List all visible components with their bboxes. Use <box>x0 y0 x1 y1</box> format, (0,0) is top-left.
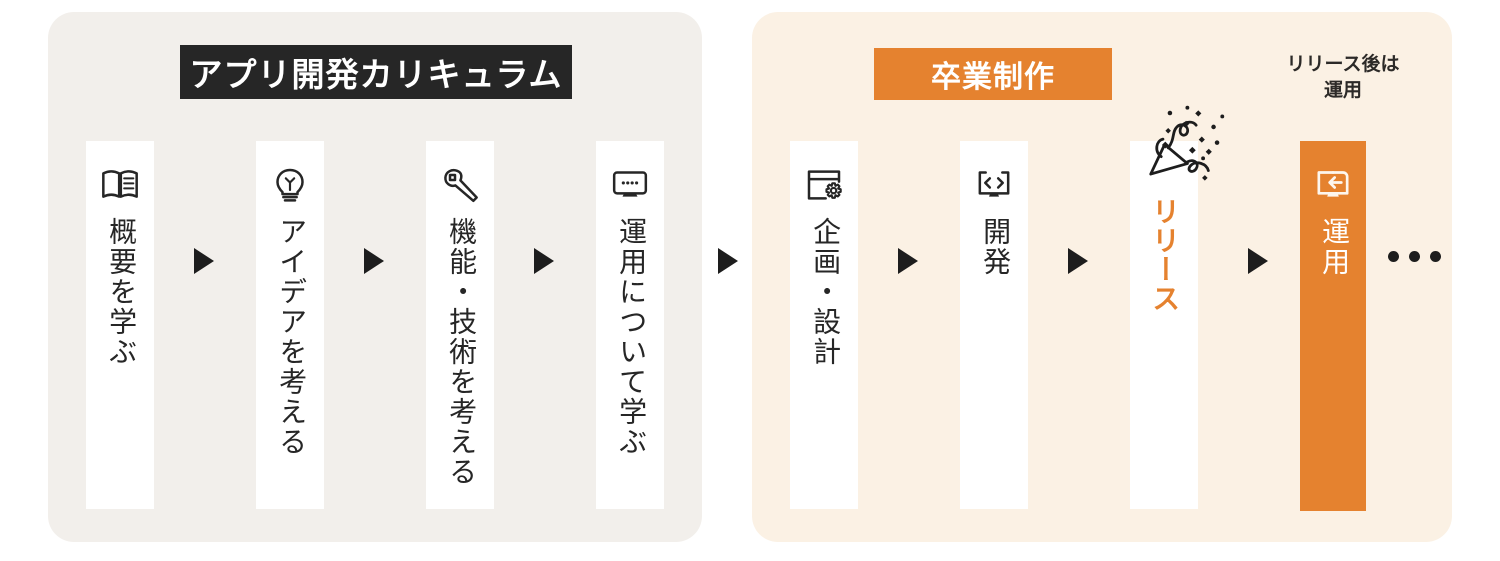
step-label: リリース <box>1149 197 1181 313</box>
step-card-overview[interactable]: 概要を学ぶ <box>86 141 154 509</box>
step-label: 運用について学ぶ <box>615 217 647 457</box>
flow-arrow-icon <box>534 248 554 274</box>
step-card-develop[interactable]: 開発 <box>960 141 1028 509</box>
monitor-dots-icon <box>612 171 648 197</box>
step-card-idea[interactable]: アイデアを考える <box>256 141 324 509</box>
wrench-icon <box>444 168 478 203</box>
flow-arrow-icon-between-sections <box>718 248 738 274</box>
step-label: アイデアを考える <box>275 217 307 457</box>
lightbulb-icon <box>276 168 304 202</box>
step-label: 機能・技術を考える <box>445 217 477 487</box>
step-card-release[interactable]: リリース <box>1130 105 1225 509</box>
open-book-icon <box>102 170 138 198</box>
step-label: 開発 <box>979 217 1011 277</box>
step-card-operations[interactable]: 運用について学ぶ <box>596 141 664 509</box>
flow-arrow-icon <box>1068 248 1088 274</box>
graduation-badge: 卒業制作 <box>874 48 1112 100</box>
step-label: 運用 <box>1318 217 1350 277</box>
monitor-back-arrow-icon <box>1317 171 1349 197</box>
flow-arrow-icon <box>1248 248 1268 274</box>
step-card-features[interactable]: 機能・技術を考える <box>426 141 494 509</box>
party-popper-icon <box>1149 105 1225 181</box>
post-release-note: リリース後は 運用 <box>1286 54 1400 101</box>
step-card-planning[interactable]: 企画・設計 <box>790 141 858 509</box>
dot <box>1409 251 1420 262</box>
flow-arrow-icon <box>194 248 214 274</box>
dot <box>1430 251 1441 262</box>
window-gear-icon <box>807 170 842 200</box>
trailing-dots <box>1388 251 1441 262</box>
curriculum-panel <box>48 12 702 542</box>
dot <box>1388 251 1399 262</box>
flow-arrow-icon <box>898 248 918 274</box>
step-label: 概要を学ぶ <box>105 217 137 367</box>
code-monitor-icon <box>978 171 1010 197</box>
step-label: 企画・設計 <box>809 217 841 367</box>
flow-arrow-icon <box>364 248 384 274</box>
step-card-run[interactable]: 運用 <box>1300 141 1366 511</box>
curriculum-badge: アプリ開発カリキュラム <box>180 45 572 99</box>
